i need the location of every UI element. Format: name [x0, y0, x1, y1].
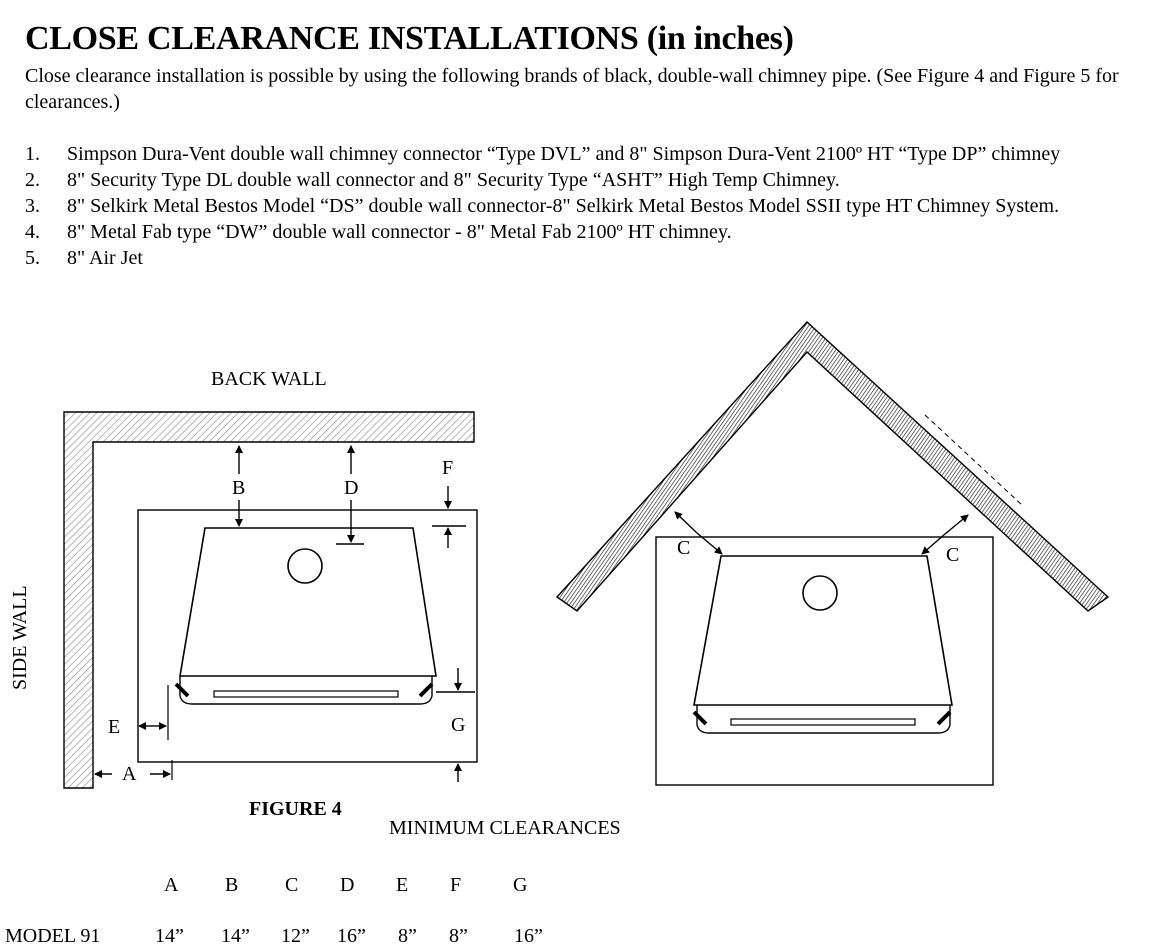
value-e: 8” — [398, 925, 417, 947]
value-b: 14” — [221, 925, 250, 947]
list-item-number: 5. — [25, 247, 40, 269]
label-c-right: C — [946, 544, 960, 566]
ash-lip — [213, 690, 399, 698]
list-item-number: 3. — [25, 195, 40, 217]
label-b: B — [232, 477, 246, 499]
list-item-text: 8" Air Jet — [67, 247, 143, 269]
list-item: 5. 8" Air Jet — [25, 245, 1125, 271]
label-f: F — [442, 457, 454, 479]
list-item: 1. Simpson Dura-Vent double wall chimney … — [25, 141, 1125, 167]
clearance-diagrams — [63, 321, 1110, 789]
list-item-text: 8" Security Type DL double wall connecto… — [67, 169, 840, 191]
list-item-number: 4. — [25, 221, 40, 243]
hearth-pad — [655, 536, 994, 786]
figure-4-caption: FIGURE 4 — [249, 798, 342, 820]
list-item: 2. 8" Security Type DL double wall connec… — [25, 167, 1125, 193]
stove-body — [179, 527, 437, 677]
intro-paragraph: Close clearance installation is possible… — [25, 65, 1119, 113]
column-header-e: E — [396, 874, 409, 896]
approved-chimney-list: 1. Simpson Dura-Vent double wall chimney … — [25, 141, 1125, 271]
list-item-number: 2. — [25, 169, 40, 191]
page-title: CLOSE CLEARANCE INSTALLATIONS (in inches… — [25, 20, 794, 57]
list-item-text: 8" Selkirk Metal Bestos Model “DS” doubl… — [67, 195, 1060, 217]
corner-walls-angled — [555, 321, 1110, 612]
model-label: MODEL 91 — [5, 925, 101, 947]
value-c: 12” — [281, 925, 310, 947]
minimum-clearances-title: MINIMUM CLEARANCES — [389, 817, 621, 839]
list-item-text: Simpson Dura-Vent double wall chimney co… — [67, 143, 1061, 165]
figure-4-diagram — [63, 411, 478, 789]
stove-body — [693, 555, 953, 706]
flue-collar — [802, 575, 838, 611]
side-wall-label: SIDE WALL — [9, 585, 31, 690]
label-g: G — [451, 714, 466, 736]
list-item-number: 1. — [25, 143, 40, 165]
column-header-f: F — [450, 874, 462, 896]
value-a: 14” — [155, 925, 184, 947]
back-wall-label: BACK WALL — [211, 368, 327, 390]
flue-collar — [287, 548, 323, 584]
list-item: 4. 8" Metal Fab type “DW” double wall con… — [25, 219, 1125, 245]
label-d: D — [344, 477, 359, 499]
value-d: 16” — [337, 925, 366, 947]
hearth-pad — [137, 509, 478, 763]
label-e: E — [108, 716, 121, 738]
label-c-left: C — [677, 537, 691, 559]
figure-5-diagram — [555, 321, 1110, 786]
label-a: A — [122, 763, 137, 785]
column-header-a: A — [164, 874, 179, 896]
column-header-c: C — [285, 874, 299, 896]
value-f: 8” — [449, 925, 468, 947]
list-item: 3. 8" Selkirk Metal Bestos Model “DS” dou… — [25, 193, 1125, 219]
ash-lip — [730, 718, 916, 726]
list-item-text: 8" Metal Fab type “DW” double wall conne… — [67, 221, 732, 243]
column-header-g: G — [513, 874, 528, 896]
value-g: 16” — [514, 925, 543, 947]
column-header-b: B — [225, 874, 239, 896]
stove-front — [696, 705, 951, 734]
corner-walls — [63, 411, 475, 789]
column-header-d: D — [340, 874, 355, 896]
stove-front — [179, 676, 433, 705]
